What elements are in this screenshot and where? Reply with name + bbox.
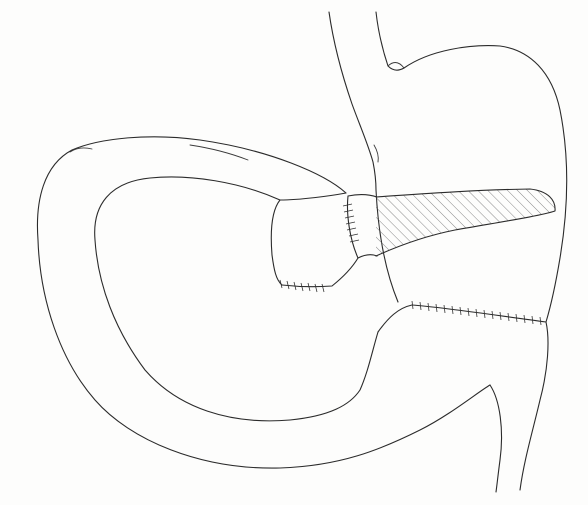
esophagus (329, 12, 404, 190)
intestinal-loop (37, 137, 548, 492)
hatched-band (376, 189, 555, 256)
stomach (374, 46, 567, 322)
pouch-stub (343, 195, 377, 258)
